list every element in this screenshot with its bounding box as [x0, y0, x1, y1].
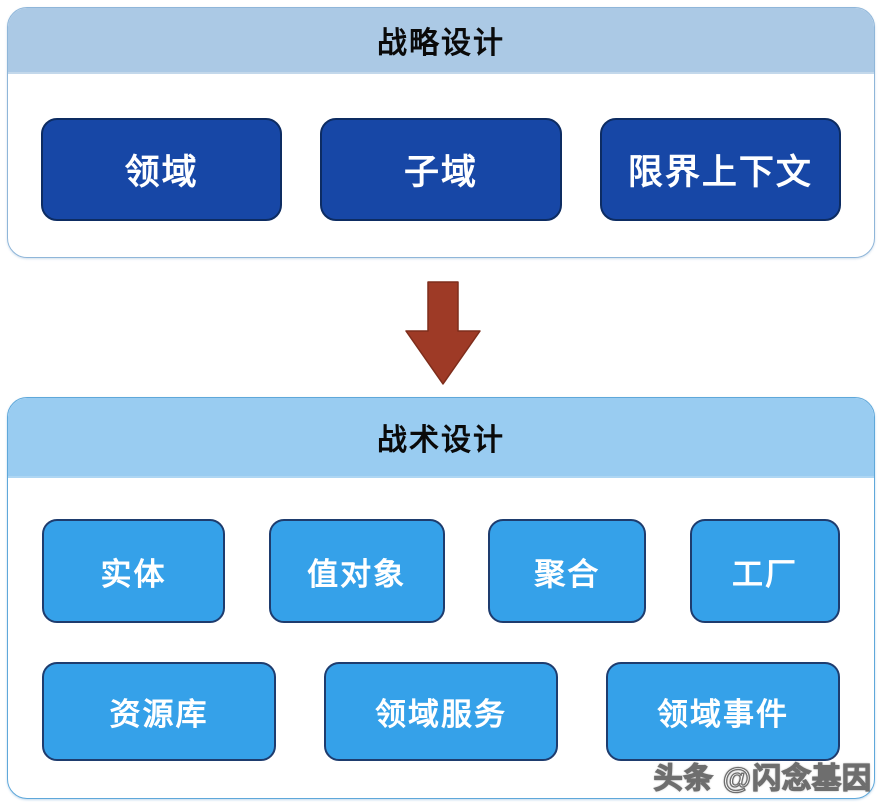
node-value-object-label: 值对象	[307, 556, 407, 592]
node-aggregate-label: 聚合	[534, 556, 601, 592]
node-repository-label: 资源库	[109, 697, 209, 732]
node-subdomain: 子域	[320, 118, 562, 221]
tactical-design-panel: 战术设计 实体 值对象 聚合 工厂 资源库 领域服务 领域事件	[7, 397, 875, 799]
tactical-panel-header: 战术设计	[8, 398, 874, 478]
node-domain: 领域	[41, 118, 283, 221]
node-domain-event-label: 领域事件	[657, 697, 789, 732]
node-bounded-context: 限界上下文	[599, 118, 841, 221]
strategic-design-panel: 战略设计 领域 子域 限界上下文	[7, 7, 875, 258]
node-entity: 实体	[42, 519, 225, 623]
node-repository: 资源库	[42, 662, 276, 761]
watermark: 头条 @闪念基因	[653, 762, 872, 795]
strategic-panel-body: 领域 子域 限界上下文	[8, 74, 874, 221]
node-bounded-context-label: 限界上下文	[627, 153, 813, 192]
down-arrow-icon	[405, 281, 481, 385]
node-factory: 工厂	[689, 519, 840, 623]
strategic-panel-header: 战略设计	[8, 8, 874, 74]
node-aggregate: 聚合	[488, 519, 647, 623]
node-factory-label: 工厂	[731, 556, 798, 592]
node-domain-service: 领域服务	[324, 662, 558, 761]
node-entity-label: 实体	[100, 556, 167, 592]
tactical-row-1: 实体 值对象 聚合 工厂	[8, 519, 874, 623]
node-domain-event: 领域事件	[606, 662, 840, 761]
tactical-panel-title: 战术设计	[377, 424, 505, 457]
tactical-row-2: 资源库 领域服务 领域事件	[8, 662, 874, 761]
strategic-panel-title: 战略设计	[377, 27, 505, 60]
node-domain-label: 领域	[124, 153, 199, 192]
node-value-object: 值对象	[268, 519, 445, 623]
node-domain-service-label: 领域服务	[375, 697, 507, 732]
node-subdomain-label: 子域	[403, 153, 478, 192]
